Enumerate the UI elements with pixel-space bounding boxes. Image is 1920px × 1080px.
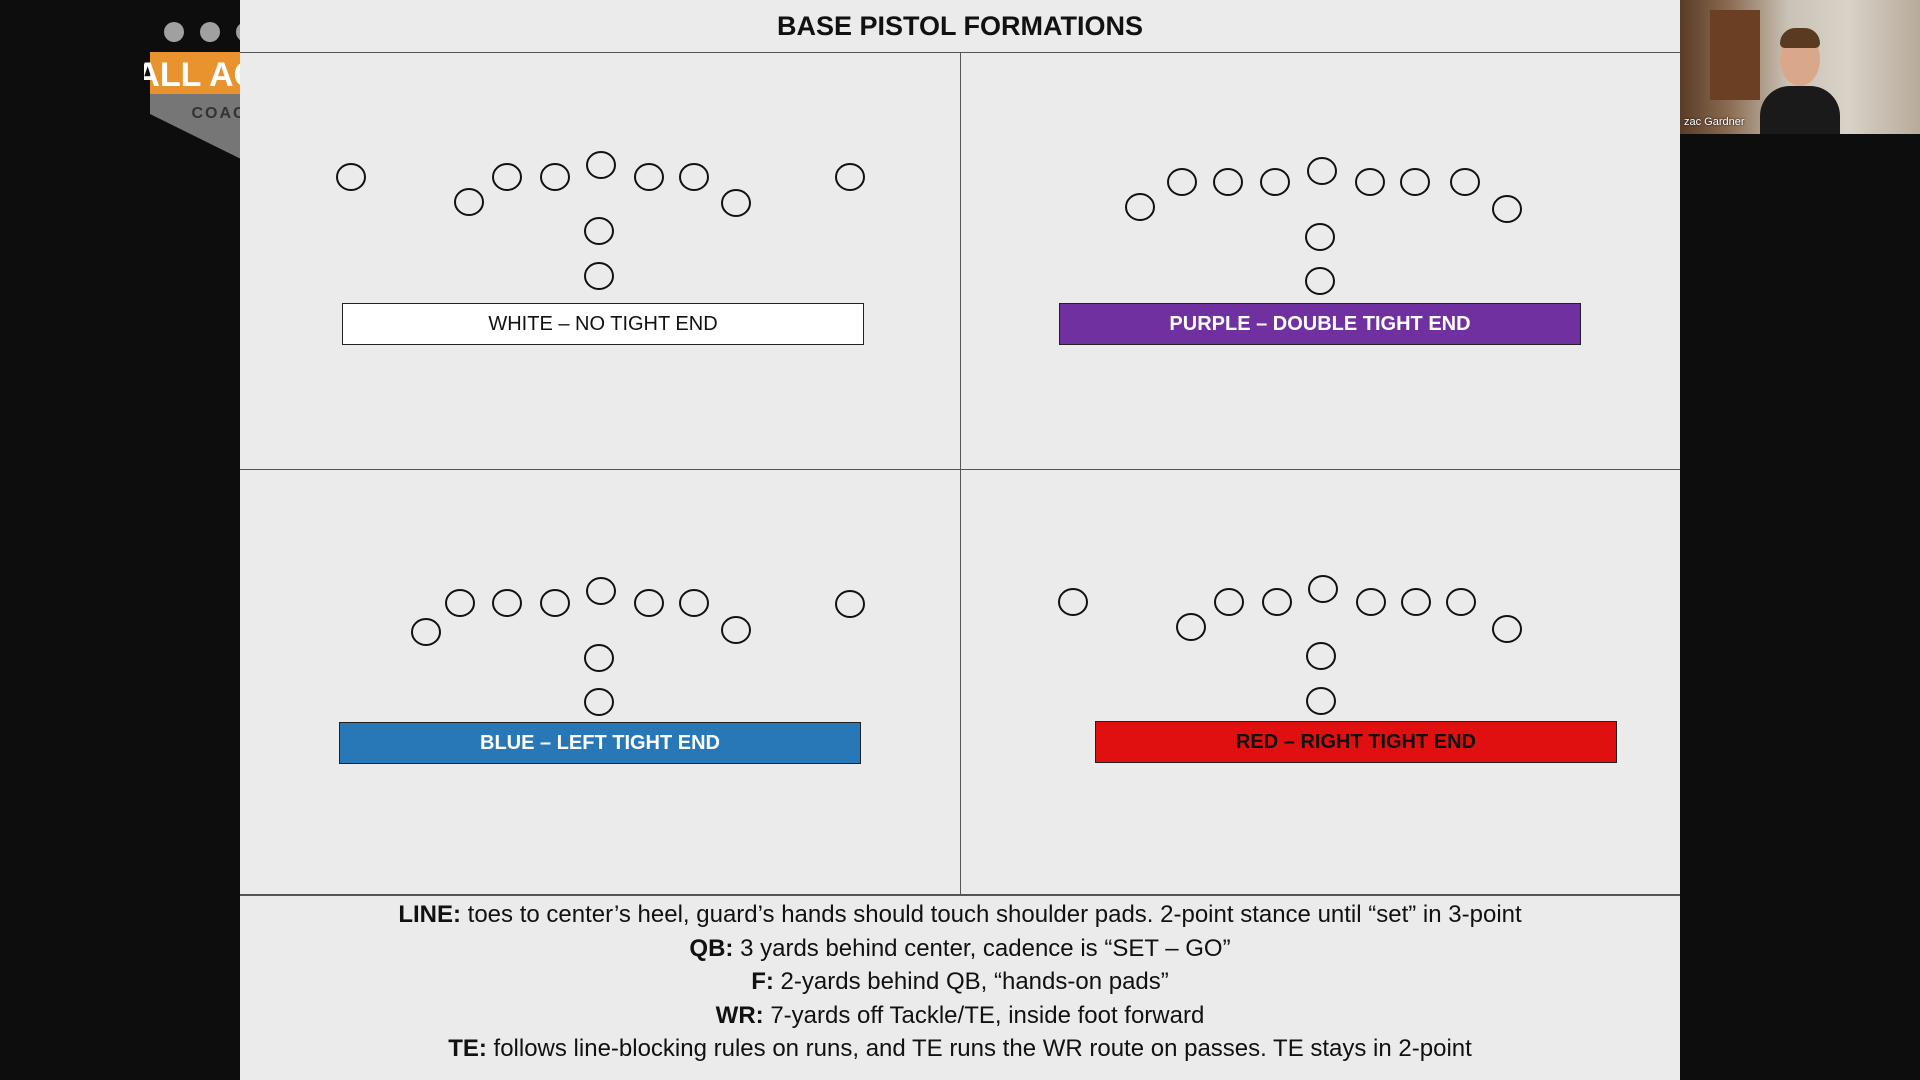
player-lineman [634, 589, 664, 617]
player-fullback [584, 688, 614, 716]
player-te-right [1492, 615, 1522, 643]
player-tackle-right [721, 189, 751, 217]
player-tackle-left [454, 188, 484, 216]
slide-title: BASE PISTOL FORMATIONS [240, 0, 1680, 53]
player-wr-left [1058, 588, 1088, 616]
player-lineman [1214, 588, 1244, 616]
note-line: LINE: toes to center’s heel, guard’s han… [398, 901, 1522, 928]
player-lineman [1356, 588, 1386, 616]
player-lineman [492, 163, 522, 191]
participant-name: zac Gardner [1684, 116, 1745, 128]
player-fullback [1306, 687, 1336, 715]
formation-diagram [1058, 575, 1522, 715]
webcam-participant [1760, 20, 1840, 134]
coaching-notes: LINE: toes to center’s heel, guard’s han… [240, 898, 1680, 1066]
label-white: WHITE – NO TIGHT END [342, 303, 864, 345]
player-qb [1305, 223, 1335, 251]
player-wr-right [835, 590, 865, 618]
label-blue: BLUE – LEFT TIGHT END [339, 722, 861, 764]
player-lineman [540, 589, 570, 617]
player-te-left [411, 618, 441, 646]
label-purple: PURPLE – DOUBLE TIGHT END [1059, 303, 1581, 345]
ball-icon [200, 22, 220, 42]
player-wr-right [835, 163, 865, 191]
player-qb [1306, 642, 1336, 670]
player-fullback [584, 262, 614, 290]
player-center [586, 577, 616, 605]
player-qb [584, 217, 614, 245]
player-lineman [634, 163, 664, 191]
divider-horizontal [240, 469, 1680, 470]
player-lineman [1400, 168, 1430, 196]
player-lineman [1401, 588, 1431, 616]
player-tackle-right [1446, 588, 1476, 616]
player-lineman [540, 163, 570, 191]
player-center [1308, 575, 1338, 603]
player-tackle-right [721, 616, 751, 644]
player-lineman [492, 589, 522, 617]
divider-bottom [240, 894, 1680, 896]
player-lineman [1355, 168, 1385, 196]
player-tackle-right [1450, 168, 1480, 196]
player-lineman [1260, 168, 1290, 196]
player-center [586, 151, 616, 179]
note-wr: WR: 7-yards off Tackle/TE, inside foot f… [715, 1001, 1205, 1029]
player-te-left [1125, 193, 1155, 221]
note-f: F: 2-yards behind QB, “hands-on pads” [751, 968, 1169, 995]
player-tackle-left [445, 589, 475, 617]
slide: BASE PISTOL FORMATIONS WHITE – NO TIGHT … [240, 0, 1680, 1080]
player-wr-left [336, 163, 366, 191]
formation-diagram [336, 151, 865, 290]
note-qb: QB: 3 yards behind center, cadence is “S… [689, 934, 1231, 962]
formation-diagram [1125, 157, 1522, 295]
player-tackle-left [1176, 613, 1206, 641]
player-lineman [1262, 588, 1292, 616]
divider-vertical [960, 52, 961, 894]
player-center [1307, 157, 1337, 185]
webcam-shelf [1710, 10, 1760, 100]
webcam-thumbnail[interactable]: zac Gardner [1680, 0, 1920, 134]
ball-icon [164, 22, 184, 42]
player-lineman [679, 163, 709, 191]
note-te: TE: follows line-blocking rules on runs,… [448, 1035, 1472, 1062]
player-tackle-left [1167, 168, 1197, 196]
player-fullback [1305, 267, 1335, 295]
label-red: RED – RIGHT TIGHT END [1095, 721, 1617, 763]
player-lineman [679, 589, 709, 617]
formation-diagram [411, 577, 865, 716]
player-te-right [1492, 195, 1522, 223]
player-lineman [1213, 168, 1243, 196]
player-qb [584, 644, 614, 672]
